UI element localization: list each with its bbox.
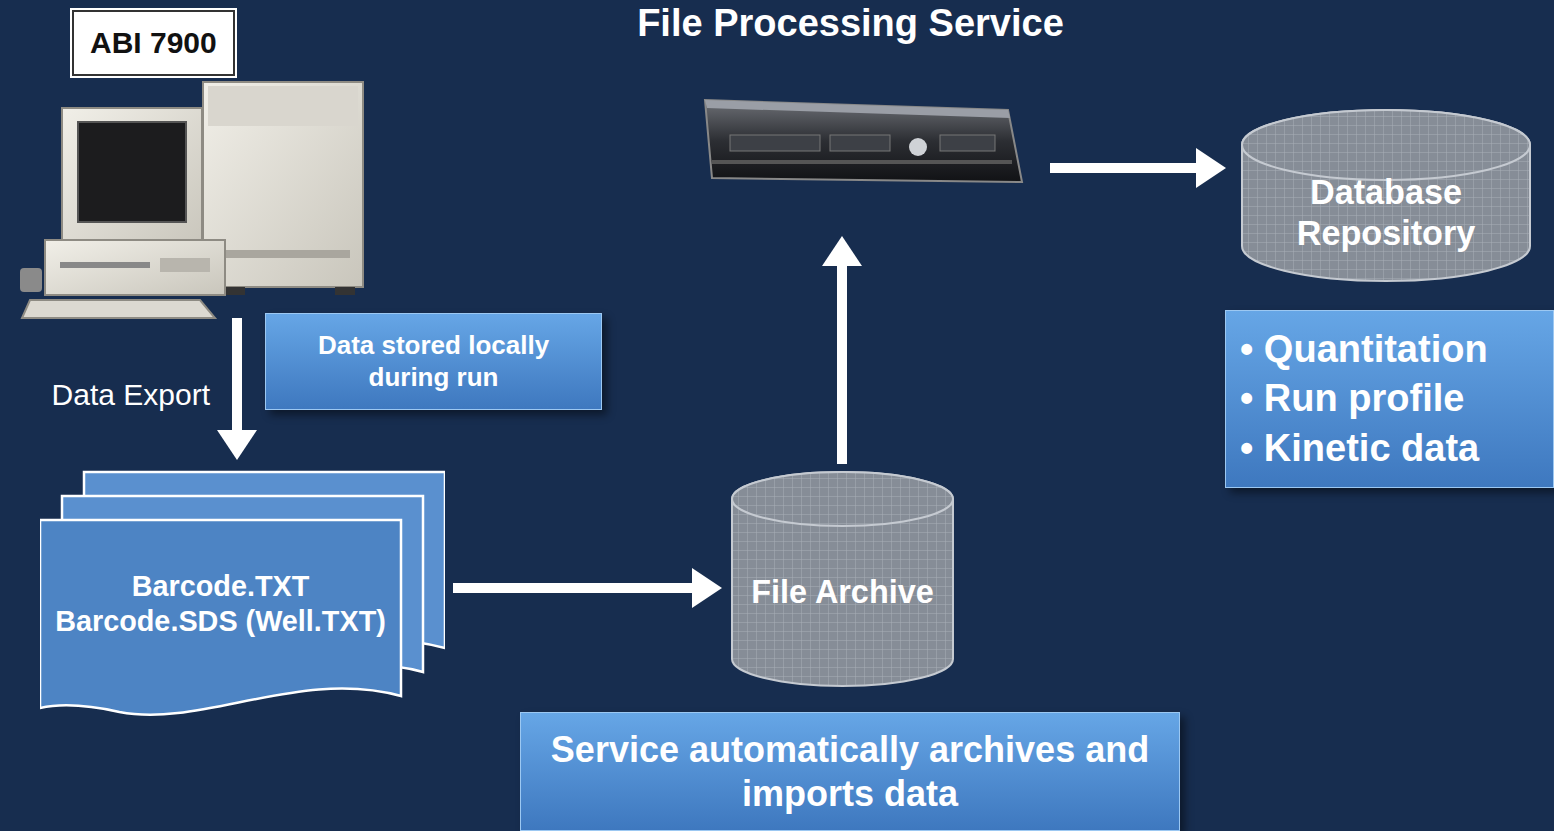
store-name: File Archive [751, 573, 933, 612]
flow-arrow [1050, 148, 1226, 188]
cylinder-top [732, 472, 953, 526]
file-names: Barcode.TXT Barcode.SDS (Well.TXT) [40, 569, 401, 638]
cylinder-body [732, 472, 953, 686]
document-page [40, 520, 401, 715]
callout-text: Service automatically archives and impor… [533, 728, 1167, 814]
arrow-head [822, 236, 862, 266]
arrow-shaft [232, 318, 242, 432]
server-node: File Processing Service [700, 88, 1030, 200]
text-area: Barcode.TXT Barcode.SDS (Well.TXT) [40, 520, 401, 688]
arrow-shaft [837, 264, 847, 464]
edge-label: Data Export [49, 378, 213, 412]
callout-box: Service automatically archives and impor… [520, 712, 1180, 831]
document-stack: Barcode.TXT Barcode.SDS (Well.TXT) [40, 468, 445, 724]
bullet-item: • Kinetic data [1240, 424, 1479, 473]
text-area: File Archive [740, 528, 945, 657]
arrow-shaft [1050, 163, 1198, 173]
bullet-item: • Quantitation [1240, 325, 1488, 374]
text-area: Database Repository [1250, 182, 1522, 244]
flow-arrow [822, 236, 862, 464]
database-cylinder: Database Repository [1240, 108, 1532, 283]
flow-arrow [453, 568, 722, 608]
archive-cylinder: File Archive [730, 470, 955, 688]
callout-text: Data stored locally during run [278, 330, 589, 392]
server-illustration [705, 100, 1022, 182]
arrow-head [1196, 148, 1226, 188]
arrow-shaft [453, 583, 694, 593]
store-name: Database Repository [1250, 172, 1522, 254]
service-title: File Processing Service [538, 2, 1163, 45]
bullet-box: • Quantitation• Run profile• Kinetic dat… [1225, 310, 1554, 488]
arrow-head [692, 568, 722, 608]
computer-illustration [20, 82, 363, 318]
instrument-node: ABI 7900 [15, 8, 370, 308]
callout-box: Data stored locally during run [265, 313, 602, 410]
cylinder-body [1242, 110, 1530, 281]
cylinder-top [1242, 110, 1530, 180]
instrument-label: ABI 7900 [72, 10, 235, 76]
arrow-head [217, 430, 257, 460]
bullet-item: • Run profile [1240, 374, 1464, 423]
flow-arrow [217, 318, 257, 460]
